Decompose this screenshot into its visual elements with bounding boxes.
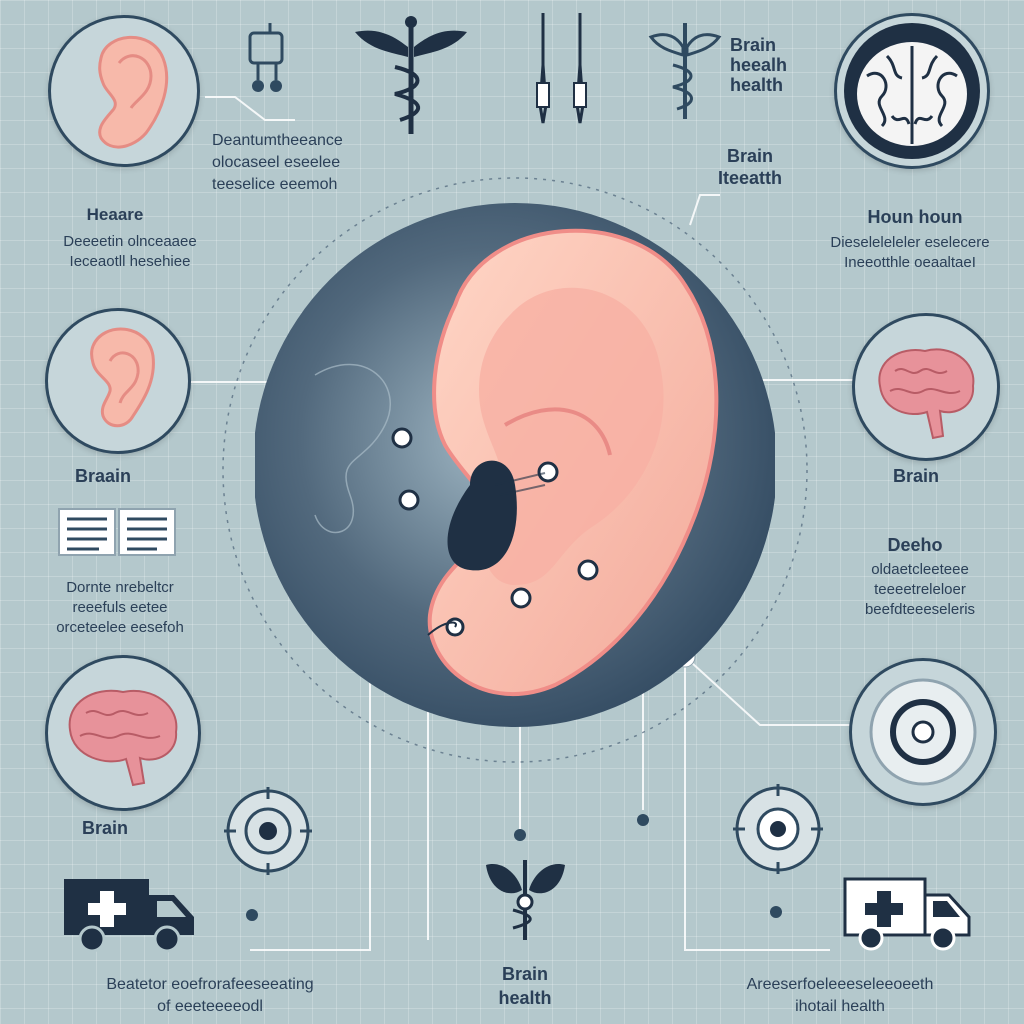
ear-circle-top-left xyxy=(48,15,200,167)
top-right-heading: Brain heealh health xyxy=(730,35,788,95)
brain-circle-bottom-left xyxy=(45,655,201,811)
instrument-pair-icon xyxy=(528,5,598,133)
target-icon xyxy=(222,785,314,877)
brain-cross-section-circle xyxy=(834,13,990,169)
ambulance-icon xyxy=(843,875,973,953)
right-brain-label: Brain xyxy=(893,466,940,486)
caduceus-icon xyxy=(645,15,725,125)
stethoscope-icon xyxy=(240,18,300,100)
left-paragraph-1: Deeeetin olnceaaee Ieceaotll hesehiee xyxy=(63,233,197,270)
ear-icon xyxy=(90,327,155,428)
right-paragraph-1: Dieseleleleler eselecere Ineeotthle oeaa… xyxy=(830,234,990,271)
butterfly-caduceus-icon xyxy=(478,850,573,945)
right-paragraph-2: oldaetcleeteee teeeetreleloer beefdteees… xyxy=(864,561,976,618)
ear-illustration xyxy=(255,195,775,735)
brain-icon xyxy=(878,348,975,440)
top-center-paragraph: Deantumtheeance olocaseel eseelee teesel… xyxy=(212,132,343,193)
bottom-right-paragraph: Areeserfoeleeeseleeoeeth ihotail health xyxy=(746,976,934,1015)
ambulance-icon xyxy=(62,875,197,955)
ear-circle-left xyxy=(45,308,191,454)
left-paragraph-2: Dornte nrebeltcr reeefuls eetee orceteel… xyxy=(56,579,184,636)
bottom-center-heading: Brain health xyxy=(498,964,552,1008)
booklet-icon xyxy=(57,505,177,559)
top-right-brain-label: Brain Iteeatth xyxy=(718,146,783,188)
right-heading-2: Deeho xyxy=(887,535,943,555)
bottom-left-paragraph: Beatetor eoefrorafeeseeating of eeeteeee… xyxy=(106,976,314,1015)
ear-icon xyxy=(98,35,169,149)
left-heading-1: Heaare xyxy=(86,205,144,224)
hearing-device-icon xyxy=(869,678,977,786)
target-icon xyxy=(731,782,825,876)
brain-cross-section-icon xyxy=(844,23,980,159)
hearing-device-circle xyxy=(849,658,997,806)
brain-icon xyxy=(68,689,178,787)
bottom-left-brain-label: Brain xyxy=(82,818,129,838)
left-brain-label: Braain xyxy=(75,466,132,486)
right-heading-1: Houn houn xyxy=(867,207,963,227)
caduceus-icon xyxy=(350,12,472,140)
brain-circle-right xyxy=(852,313,1000,461)
